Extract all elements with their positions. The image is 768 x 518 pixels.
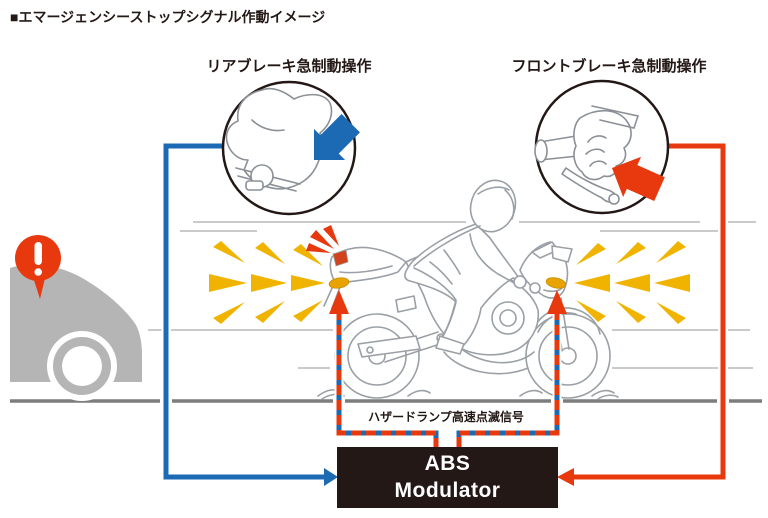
abs-modulator-box: ABS Modulator — [337, 447, 558, 508]
front-brake-label: フロントブレーキ急制動操作 — [511, 58, 707, 75]
car-silhouette — [10, 264, 142, 401]
rear-brake-callout — [221, 80, 360, 216]
blue-arrowhead-icon — [324, 468, 338, 486]
speed-lines — [148, 221, 756, 369]
front-flash-rays-icon — [574, 241, 690, 324]
red-arrowhead-icon — [557, 468, 574, 486]
hazard-signal-label: ハザードランプ高速点滅信号 — [368, 410, 524, 424]
blue-press-arrow-icon — [314, 114, 360, 160]
front-brake-signal-line — [557, 141, 728, 486]
hazard-signal-line-left — [329, 290, 441, 450]
rear-brake-label: リアブレーキ急制動操作 — [206, 58, 372, 75]
abs-box-line2: Modulator — [394, 478, 501, 502]
rear-brake-signal-line — [161, 141, 338, 486]
front-turn-signal-lamp — [545, 277, 567, 289]
front-brake-callout — [534, 79, 670, 215]
hazard-signal-line-right — [454, 290, 567, 450]
abs-box-line1: ABS — [424, 452, 471, 476]
tail-light — [332, 249, 349, 267]
up-arrowhead-icon — [329, 290, 349, 314]
warning-icon — [15, 235, 61, 299]
hand-lever-art — [534, 105, 640, 205]
foot-pedal-art — [225, 87, 333, 192]
page-title: ■エマージェンシーストップシグナル作動イメージ — [10, 9, 326, 25]
red-press-arrow-icon — [612, 156, 665, 202]
up-arrowhead-icon — [547, 290, 567, 314]
motorcycle-illustration — [317, 179, 619, 400]
rear-turn-signal-lamp — [328, 277, 350, 289]
rear-flash-rays-icon — [209, 241, 325, 324]
brake-light-flash-icon — [306, 225, 339, 253]
